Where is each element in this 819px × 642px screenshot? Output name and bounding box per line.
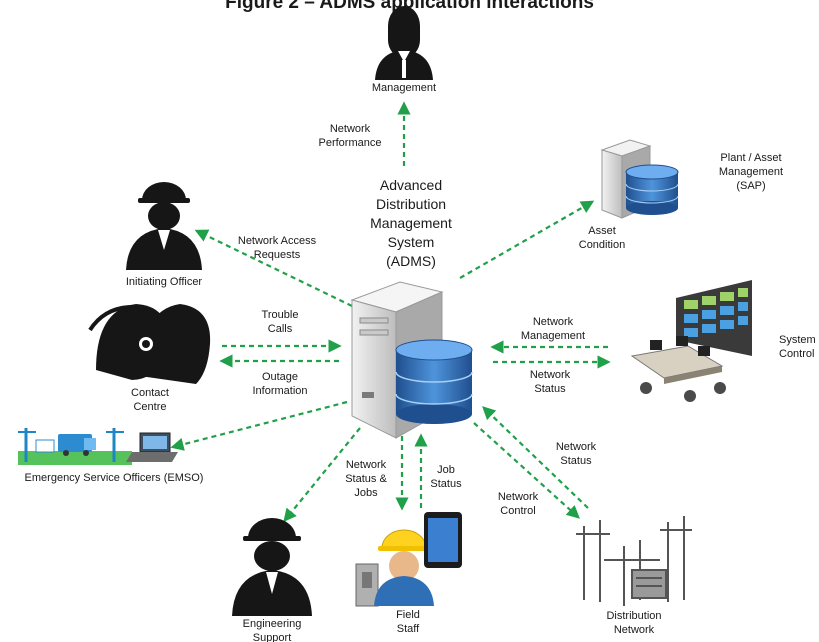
flow-text: Status & xyxy=(345,473,387,485)
flow-text: Network xyxy=(532,316,574,328)
system-control-text: Control xyxy=(779,348,815,360)
flow-text: Network xyxy=(329,123,371,135)
flow-arrows xyxy=(170,101,611,523)
flow-text: Network xyxy=(529,369,571,381)
emso-icon xyxy=(18,428,178,465)
flow-text: Status xyxy=(534,383,566,395)
adms-label-line: Distribution xyxy=(375,196,447,212)
contact-centre-icon xyxy=(88,304,211,384)
adms-label-line: Management xyxy=(370,215,452,231)
initiating-officer-text: Initiating Officer xyxy=(125,276,203,288)
distribution-network-label: Distribution Network xyxy=(594,609,674,637)
adms-label: Advanced Distribution Management System … xyxy=(336,176,486,271)
plant-asset-text: Management xyxy=(718,166,784,178)
field-staff-text: Field xyxy=(396,609,420,621)
flow-network-control: Network Control xyxy=(488,490,548,518)
adms-label-line: (ADMS) xyxy=(386,253,436,269)
flow-text: Information xyxy=(252,385,308,397)
initiating-officer-label: Initiating Officer xyxy=(104,275,224,289)
distribution-network-icon xyxy=(576,516,692,606)
asset-server-icon xyxy=(600,139,679,219)
initiating-officer-icon xyxy=(126,182,202,270)
flow-network-management: Network Management xyxy=(508,315,598,343)
contact-centre-label: Contact Centre xyxy=(110,386,190,414)
flow-network-status-dist: Network Status xyxy=(546,440,606,468)
flow-text: Jobs xyxy=(354,487,378,499)
adms-label-line: System xyxy=(387,234,435,250)
flow-text: Status xyxy=(560,455,592,467)
emso-text: Emergency Service Officers (EMSO) xyxy=(24,472,204,484)
flow-text: Network xyxy=(345,459,387,471)
flow-text: Management xyxy=(520,330,586,342)
flow-text: Requests xyxy=(253,249,301,261)
plant-asset-label: Plant / Asset Management (SAP) xyxy=(706,151,796,193)
flow-text: Network xyxy=(555,441,597,453)
adms-database-icon xyxy=(395,339,473,424)
arrow-asset-condition xyxy=(459,200,595,279)
flow-text: Network Access xyxy=(237,235,317,247)
flow-network-status-jobs: Network Status & Jobs xyxy=(336,458,396,500)
flow-network-performance: Network Performance xyxy=(310,122,390,150)
flow-text: Performance xyxy=(318,137,382,149)
flow-text: Calls xyxy=(267,323,293,335)
flow-text: Trouble xyxy=(261,309,299,321)
arrow-emso xyxy=(170,400,348,451)
flow-text: Outage xyxy=(261,371,299,383)
plant-asset-text: Plant / Asset xyxy=(720,152,782,164)
figure-title: Figure 2 – ADMS application interactions xyxy=(225,0,594,13)
flow-job-status: Job Status xyxy=(424,463,468,491)
flow-text: Control xyxy=(500,505,536,517)
field-staff-icon xyxy=(355,512,462,607)
flow-outage-information: Outage Information xyxy=(240,370,320,398)
arrow-engineering-support xyxy=(283,427,361,523)
management-label: Management xyxy=(344,81,464,95)
flow-text: Condition xyxy=(578,239,626,251)
management-text: Management xyxy=(371,82,437,94)
system-control-text: System xyxy=(779,334,816,346)
engineering-support-text: Engineering xyxy=(242,618,302,630)
management-person-icon xyxy=(375,6,433,80)
field-staff-label: Field Staff xyxy=(383,608,433,636)
system-control-label: System Control xyxy=(779,333,819,361)
arrow-network-access-requests xyxy=(194,229,353,307)
flow-text: Status xyxy=(430,478,462,490)
flow-text: Network xyxy=(497,491,539,503)
emso-label: Emergency Service Officers (EMSO) xyxy=(4,471,224,485)
contact-centre-text: Contact xyxy=(131,387,169,399)
arrow-network-status-dist xyxy=(482,406,589,509)
flow-text: Asset xyxy=(588,225,616,237)
engineering-support-label: Engineering Support xyxy=(232,617,312,642)
contact-centre-text: Centre xyxy=(133,401,167,413)
flow-trouble-calls: Trouble Calls xyxy=(240,308,320,336)
flow-network-status-sys: Network Status xyxy=(510,368,590,396)
adms-label-line: Advanced xyxy=(379,177,443,193)
field-staff-text: Staff xyxy=(396,623,420,635)
plant-asset-text: (SAP) xyxy=(736,180,766,192)
engineering-support-text: Support xyxy=(252,632,292,642)
flow-asset-condition: Asset Condition xyxy=(562,224,642,252)
engineering-support-icon xyxy=(232,518,312,616)
system-control-icon xyxy=(630,280,752,402)
flow-text: Job xyxy=(437,464,455,476)
flow-network-access-requests: Network Access Requests xyxy=(222,234,332,262)
distribution-network-text: Network xyxy=(613,624,655,636)
distribution-network-text: Distribution xyxy=(606,610,662,622)
